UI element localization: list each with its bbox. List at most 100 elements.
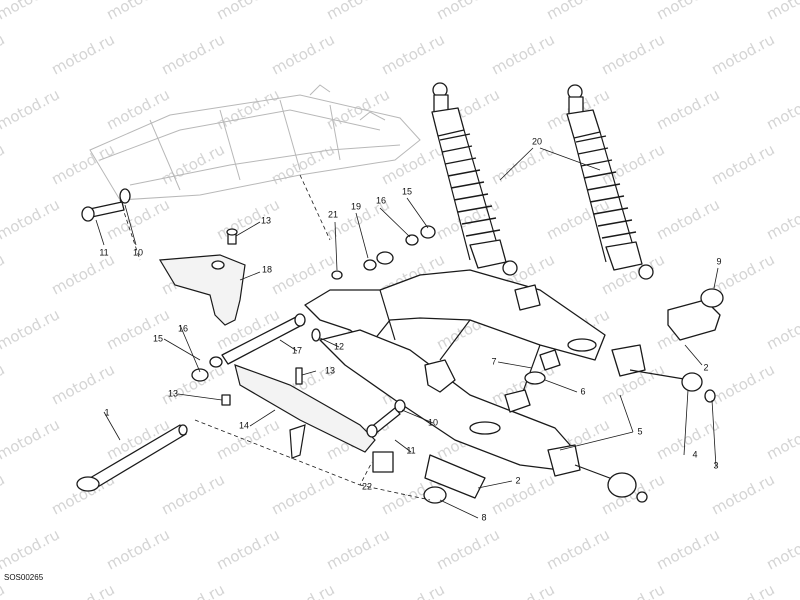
watermark-text: motod.ru bbox=[378, 140, 447, 188]
watermark-text: motod.ru bbox=[708, 360, 777, 408]
watermark-text: motod.ru bbox=[488, 30, 557, 78]
watermark-text: motod.ru bbox=[103, 85, 172, 133]
watermark-text: motod.ru bbox=[268, 470, 337, 518]
watermark-text: motod.ru bbox=[708, 470, 777, 518]
callout-labels: 1 2 2 3 4 5 6 7 8 9 10 10 11 11 12 13 13… bbox=[99, 136, 721, 522]
watermark-text: motod.ru bbox=[543, 525, 612, 573]
watermark-text: motod.ru bbox=[158, 580, 227, 600]
callout-10-upper: 10 bbox=[133, 247, 143, 257]
callout-10-lower: 10 bbox=[428, 417, 438, 427]
callout-20: 20 bbox=[532, 136, 542, 146]
callout-9: 9 bbox=[716, 256, 721, 266]
callout-8: 8 bbox=[481, 512, 486, 522]
watermark-text: motod.ru bbox=[213, 195, 282, 243]
watermark-text: motod.ru bbox=[598, 30, 667, 78]
watermark-text: motod.ru bbox=[433, 525, 502, 573]
watermark-text: motod.ru bbox=[488, 470, 557, 518]
callout-15-upper: 15 bbox=[402, 186, 412, 196]
callout-4: 4 bbox=[692, 449, 697, 459]
watermark-text: motod.ru bbox=[0, 580, 8, 600]
watermark-text: motod.ru bbox=[0, 250, 8, 298]
watermark-text: motod.ru bbox=[103, 305, 172, 353]
watermark-text: motod.ru bbox=[213, 525, 282, 573]
frame-ghost-outline bbox=[89, 84, 421, 261]
callout-14: 14 bbox=[239, 420, 249, 430]
watermark-text: motod.ru bbox=[0, 140, 8, 188]
watermark-text: motod.ru bbox=[48, 250, 117, 298]
watermark-text: motod.ru bbox=[653, 85, 722, 133]
watermark-text: motod.ru bbox=[158, 470, 227, 518]
callout-5: 5 bbox=[637, 426, 642, 436]
pivot-spindle bbox=[76, 424, 188, 492]
watermark-text: motod.ru bbox=[543, 0, 612, 24]
watermark-text: motod.ru bbox=[48, 580, 117, 600]
callout-12: 12 bbox=[334, 341, 344, 351]
callout-22: 22 bbox=[362, 481, 372, 491]
swingarm bbox=[304, 269, 606, 471]
callout-11-upper: 11 bbox=[99, 247, 108, 257]
callout-15-lower: 15 bbox=[153, 333, 163, 343]
chain-guard bbox=[234, 364, 376, 459]
watermark-text: motod.ru bbox=[378, 30, 447, 78]
watermark-text: motod.ru bbox=[0, 195, 63, 243]
callout-6: 6 bbox=[580, 386, 585, 396]
watermark-text: motod.ru bbox=[0, 525, 63, 573]
callout-19: 19 bbox=[351, 201, 361, 211]
shock-absorber-right bbox=[566, 84, 654, 280]
watermark-text: motod.ru bbox=[213, 0, 282, 24]
watermark-text: motod.ru bbox=[543, 195, 612, 243]
callout-13-middle: 13 bbox=[325, 365, 335, 375]
callout-leaders bbox=[95, 147, 719, 519]
watermark-text: motod.ru bbox=[763, 305, 800, 353]
watermark-text: motod.ru bbox=[0, 85, 63, 133]
callout-13-left: 13 bbox=[168, 388, 178, 398]
callout-11-lower: 11 bbox=[406, 445, 415, 455]
watermark-text: motod.ru bbox=[213, 85, 282, 133]
watermark-text: motod.ru bbox=[48, 140, 117, 188]
watermark-text: motod.ru bbox=[763, 0, 800, 24]
watermark-text: motod.ru bbox=[653, 525, 722, 573]
watermark-text: motod.ru bbox=[763, 415, 800, 463]
watermark-text: motod.ru bbox=[103, 195, 172, 243]
watermark-text: motod.ru bbox=[708, 30, 777, 78]
watermark-text: motod.ru bbox=[0, 305, 63, 353]
watermark-text: motod.ru bbox=[708, 140, 777, 188]
watermark-text: motod.ru bbox=[653, 0, 722, 24]
callout-17: 17 bbox=[292, 345, 302, 355]
watermark-text: motod.ru bbox=[268, 30, 337, 78]
watermark-text: motod.ru bbox=[488, 580, 557, 600]
hardware-items bbox=[81, 188, 486, 504]
shock-absorber-left bbox=[431, 82, 518, 276]
watermark-text: motod.ru bbox=[708, 580, 777, 600]
drawing-reference-code: SOS00265 bbox=[4, 573, 44, 582]
watermark-text: motod.ru bbox=[0, 470, 8, 518]
watermark-text: motod.ru bbox=[48, 30, 117, 78]
watermark-text: motod.ru bbox=[653, 195, 722, 243]
watermark-text: motod.ru bbox=[653, 415, 722, 463]
callout-18: 18 bbox=[262, 264, 272, 274]
watermark-text: motod.ru bbox=[763, 85, 800, 133]
watermark-text: motod.ru bbox=[598, 580, 667, 600]
watermark-text: motod.ru bbox=[763, 525, 800, 573]
watermark-text: motod.ru bbox=[48, 360, 117, 408]
watermark-text: motod.ru bbox=[323, 0, 392, 24]
callout-2-upper: 2 bbox=[703, 362, 708, 372]
callout-21: 21 bbox=[328, 209, 338, 219]
watermark-text: motod.ru bbox=[323, 525, 392, 573]
torque-bracket bbox=[158, 254, 246, 326]
callout-16-upper: 16 bbox=[376, 195, 386, 205]
callout-3: 3 bbox=[713, 460, 718, 470]
watermark-text: motod.ru bbox=[0, 415, 63, 463]
watermark-text: motod.ru bbox=[268, 140, 337, 188]
callout-1: 1 bbox=[104, 407, 109, 417]
watermark-text: motod.ru bbox=[268, 580, 337, 600]
watermark-text: motod.ru bbox=[0, 0, 63, 24]
callout-7: 7 bbox=[491, 356, 496, 366]
watermark-text: motod.ru bbox=[488, 140, 557, 188]
watermark-text: motod.ru bbox=[103, 525, 172, 573]
chain-adjusters bbox=[504, 288, 724, 503]
watermark-text: motod.ru bbox=[0, 30, 8, 78]
watermark-text: motod.ru bbox=[0, 360, 8, 408]
